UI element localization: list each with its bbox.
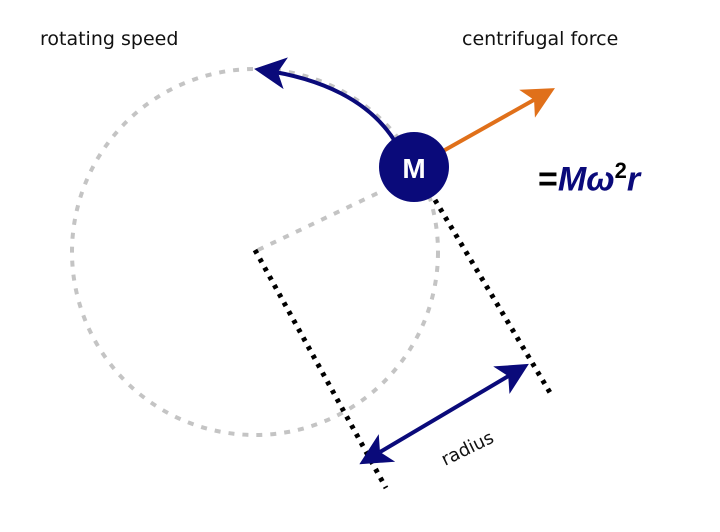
- formula-exponent: 2: [614, 158, 627, 183]
- rotating-speed-label: rotating speed: [40, 28, 179, 50]
- formula-omega: ω: [586, 160, 615, 199]
- rotation-arrow: [254, 57, 398, 145]
- radius-line: [257, 190, 381, 252]
- formula-radius: r: [626, 160, 641, 199]
- formula-mass: M: [557, 160, 587, 199]
- orbit-circle: [70, 67, 440, 437]
- centrifugal-force-formula: =Mω2r: [538, 158, 640, 199]
- centrifugal-force-label: centrifugal force: [462, 28, 619, 50]
- dimension-line-right: [432, 198, 555, 398]
- radius-label: radius: [438, 427, 497, 470]
- mass-ball: [379, 132, 449, 202]
- mass-label: M: [402, 153, 425, 184]
- formula-equals: =: [538, 160, 558, 199]
- radius-arrow: [359, 363, 529, 465]
- dimension-line-left: [252, 248, 389, 490]
